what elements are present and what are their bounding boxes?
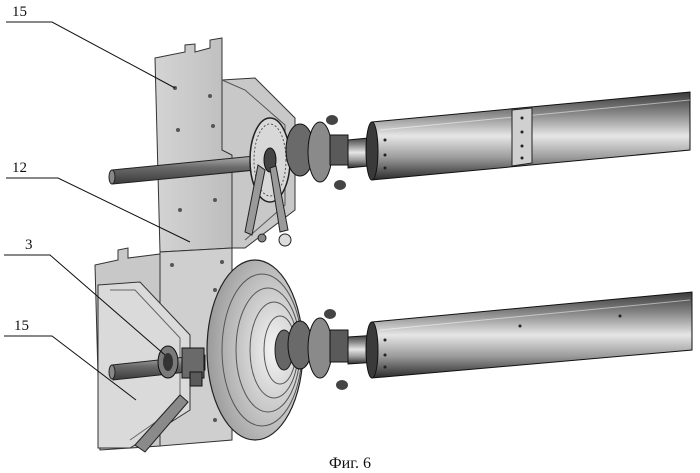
- upper-assembly: [109, 38, 690, 252]
- ref-label-bearing: 3: [25, 237, 33, 253]
- ref-label-upper-plate: 15: [12, 4, 27, 20]
- ref-label-shaft: 12: [12, 160, 27, 176]
- upper-mounting-plate: [155, 38, 232, 252]
- ref-label-lower-plate: 15: [14, 318, 29, 334]
- lower-assembly: [95, 248, 692, 452]
- figure-caption: Фиг. 6: [329, 455, 371, 472]
- leader-upper-plate: [6, 22, 175, 88]
